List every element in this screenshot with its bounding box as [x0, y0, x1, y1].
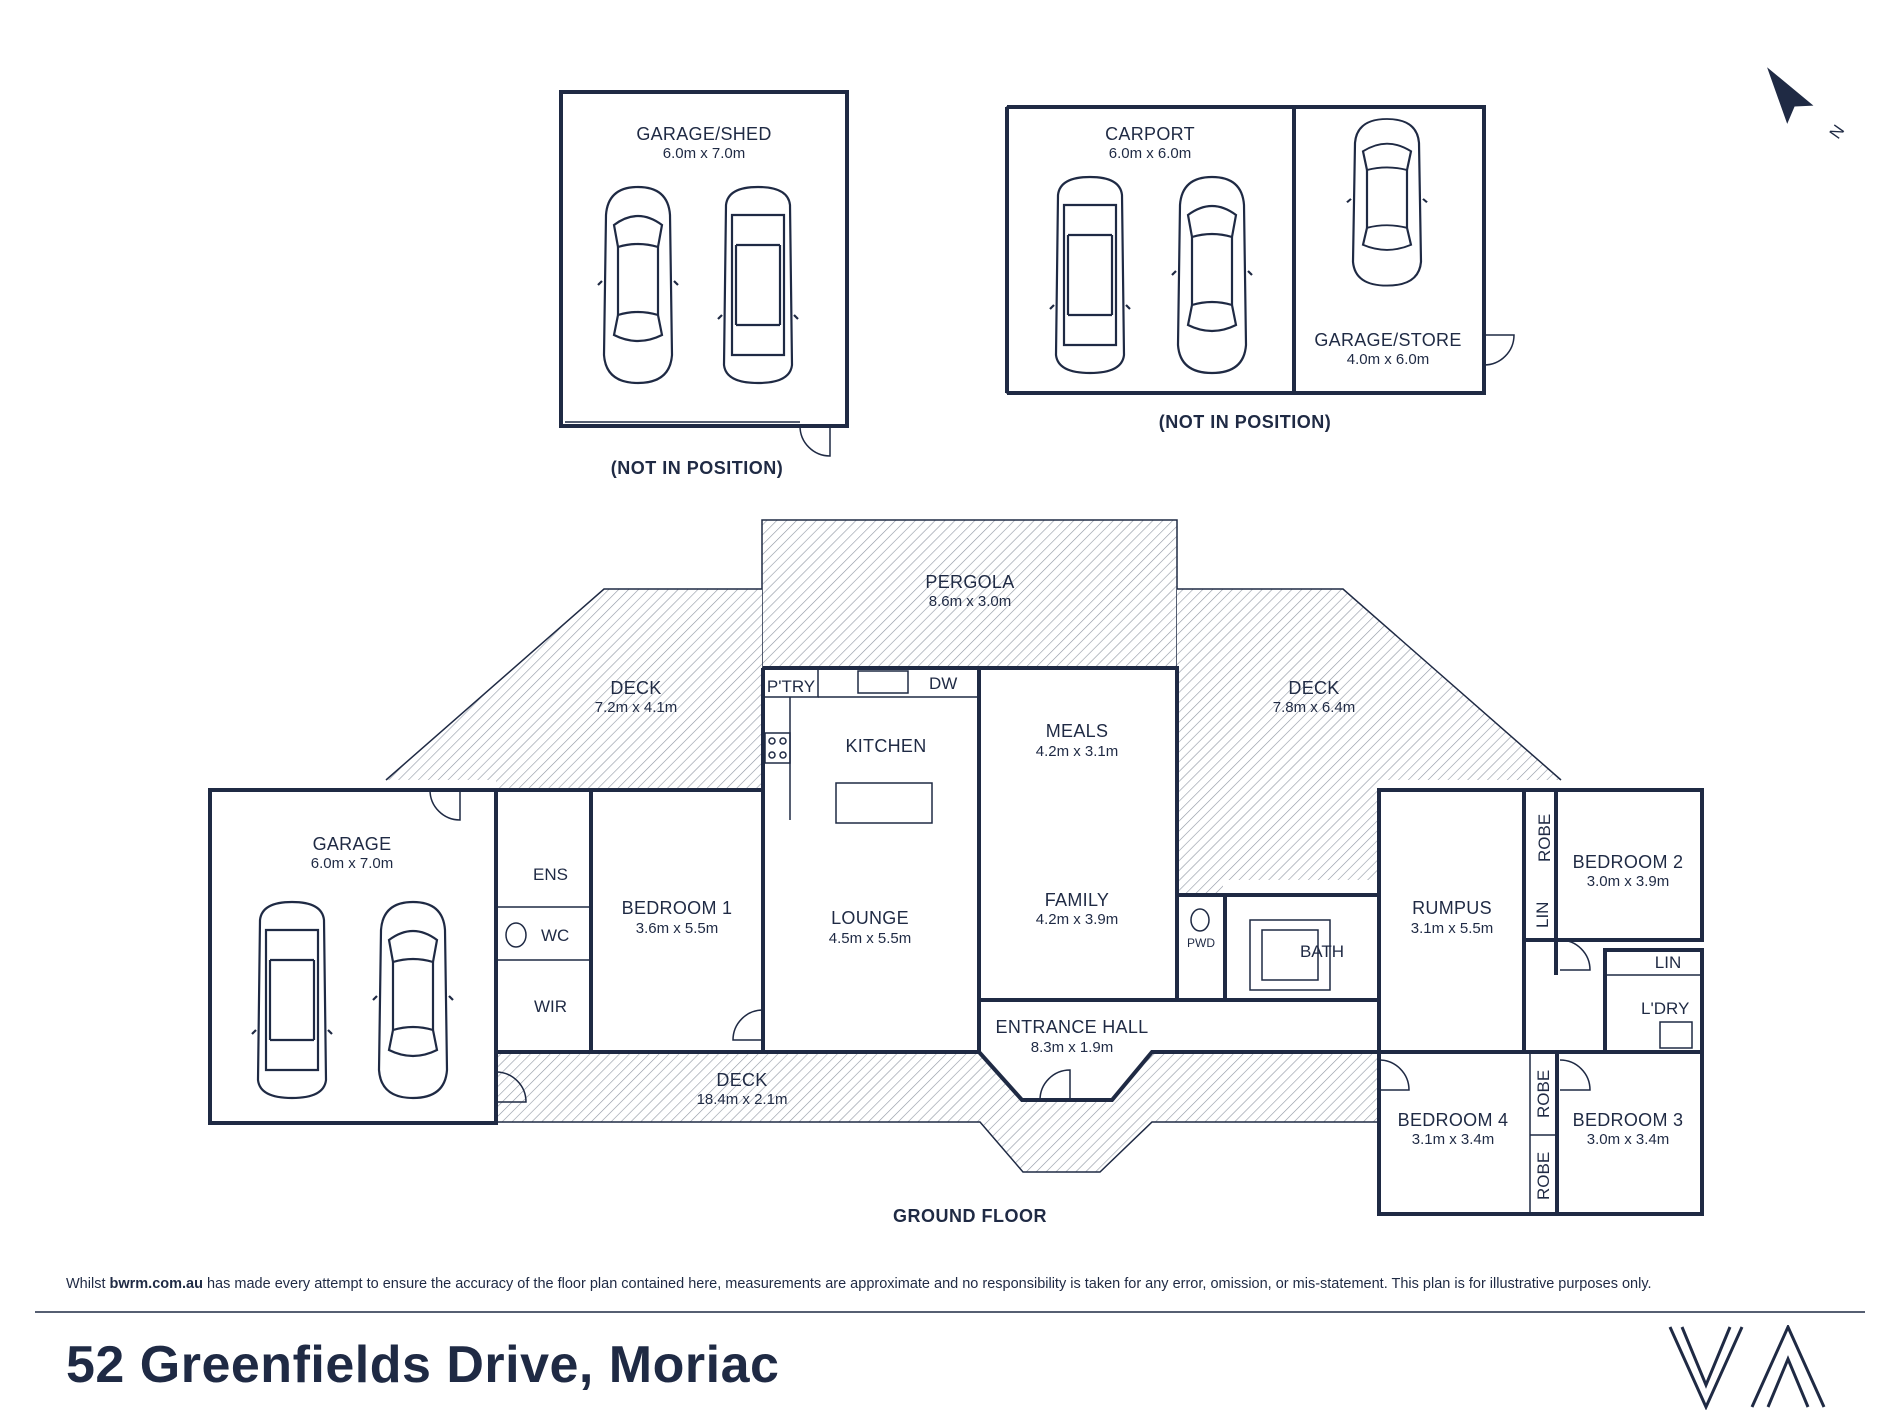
pantry-label: P'TRY: [767, 677, 815, 696]
pergola-name: PERGOLA: [925, 572, 1014, 592]
bedroom2-dims: 3.0m x 3.9m: [1587, 873, 1670, 890]
deck-right-dims: 7.8m x 6.4m: [1273, 699, 1356, 716]
deck-front-name: DECK: [716, 1070, 767, 1090]
toilet-icon: [1190, 908, 1210, 932]
rumpus-name: RUMPUS: [1412, 898, 1492, 918]
sink-icon: [857, 670, 909, 694]
rumpus-dims: 3.1m x 5.5m: [1411, 920, 1494, 937]
disclaimer-prefix: Whilst: [66, 1276, 110, 1292]
carport-note: (NOT IN POSITION): [1159, 412, 1332, 432]
outdoor-areas: [385, 519, 1562, 1173]
deck-left-name: DECK: [610, 678, 661, 698]
meals-dims: 4.2m x 3.1m: [1036, 743, 1119, 760]
family-dims: 4.2m x 3.9m: [1036, 911, 1119, 928]
pergola-dims: 8.6m x 3.0m: [929, 593, 1012, 610]
disclaimer: Whilst bwrm.com.au has made every attemp…: [66, 1276, 1846, 1292]
lin-label-horizontal: LIN: [1655, 953, 1681, 972]
disclaimer-site: bwrm.com.au: [109, 1276, 203, 1292]
carport-outbuilding: CARPORT 6.0m x 6.0m GARAGE/STORE 4.0m x …: [1005, 105, 1515, 432]
floor-title: GROUND FLOOR: [893, 1206, 1047, 1226]
deck-right-name: DECK: [1288, 678, 1339, 698]
lounge-dims: 4.5m x 5.5m: [829, 930, 912, 947]
garage-name: GARAGE: [313, 834, 392, 854]
laundry-label: L'DRY: [1641, 999, 1689, 1018]
va-logo: [1668, 1325, 1826, 1410]
garage-shed-dims: 6.0m x 7.0m: [663, 145, 746, 162]
bedroom4-name: BEDROOM 4: [1398, 1110, 1509, 1130]
stove-icon: [764, 732, 791, 764]
car-icon: [250, 900, 334, 1100]
compass-label: N: [1826, 121, 1849, 142]
disclaimer-suffix: has made every attempt to ensure the acc…: [202, 1276, 1652, 1292]
kitchen-name: KITCHEN: [845, 736, 926, 756]
garage-dims: 6.0m x 7.0m: [311, 855, 394, 872]
ensuite-label: ENS: [533, 865, 568, 884]
laundry-tub-icon: [1659, 1021, 1693, 1049]
north-arrow-icon: [1767, 67, 1814, 124]
bedroom2-name: BEDROOM 2: [1573, 852, 1684, 872]
bedroom3-dims: 3.0m x 3.4m: [1587, 1131, 1670, 1148]
bedroom1-name: BEDROOM 1: [622, 898, 733, 918]
pwd-label: PWD: [1187, 936, 1215, 950]
bedroom4-dims: 3.1m x 3.4m: [1412, 1131, 1495, 1148]
garage-store-name: GARAGE/STORE: [1314, 330, 1461, 350]
car-icon: [1048, 175, 1132, 375]
deck-left-dims: 7.2m x 4.1m: [595, 699, 678, 716]
car-icon: [1345, 117, 1429, 287]
wc-label: WC: [541, 926, 569, 945]
car-icon: [596, 185, 680, 385]
robe-label: ROBE: [1534, 1152, 1553, 1200]
garage-shed-name: GARAGE/SHED: [636, 124, 771, 144]
garage-store-dims: 4.0m x 6.0m: [1347, 351, 1430, 368]
robe-label: ROBE: [1534, 1070, 1553, 1118]
garage-shed-note: (NOT IN POSITION): [611, 458, 784, 478]
bath-label: BATH: [1300, 942, 1344, 961]
room-labels: PERGOLA 8.6m x 3.0m DECK 7.2m x 4.1m DEC…: [311, 572, 1690, 1200]
robe-label: ROBE: [1535, 814, 1554, 862]
entrance-dims: 8.3m x 1.9m: [1031, 1039, 1114, 1056]
family-name: FAMILY: [1045, 890, 1109, 910]
house-walls: [208, 666, 1704, 1216]
car-icon: [371, 900, 455, 1100]
property-address: 52 Greenfields Drive, Moriac: [66, 1336, 780, 1394]
lounge-name: LOUNGE: [831, 908, 909, 928]
bedroom1-dims: 3.6m x 5.5m: [636, 920, 719, 937]
meals-name: MEALS: [1046, 721, 1109, 741]
deck-front-dims: 18.4m x 2.1m: [697, 1091, 788, 1108]
bedroom3-name: BEDROOM 3: [1573, 1110, 1684, 1130]
toilet-icon: [505, 922, 527, 948]
garage-shed-outbuilding: GARAGE/SHED 6.0m x 7.0m (NOT IN POSITION…: [559, 90, 849, 478]
entrance-name: ENTRANCE HALL: [996, 1017, 1149, 1037]
dishwasher-label: DW: [929, 674, 957, 693]
car-icon: [716, 185, 800, 385]
car-icon: [1170, 175, 1254, 375]
carport-name: CARPORT: [1105, 124, 1195, 144]
lin-label-vertical: LIN: [1533, 902, 1552, 928]
carport-dims: 6.0m x 6.0m: [1109, 145, 1192, 162]
wir-label: WIR: [534, 997, 567, 1016]
bath-icon: [1249, 919, 1331, 991]
